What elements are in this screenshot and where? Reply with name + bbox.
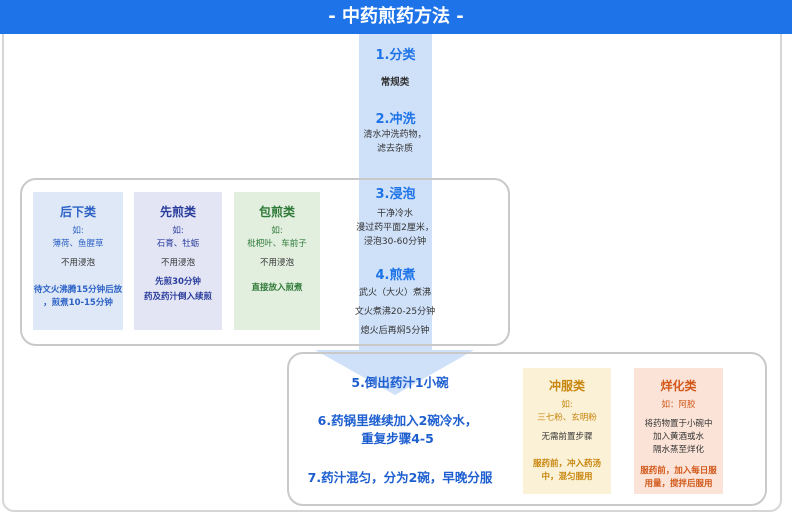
step-6-line1: 6.药锅里继续加入2碗冷水， — [317, 413, 478, 428]
card-soak: 不用浸泡 — [259, 258, 294, 268]
step-2-line1: 清水冲洗药物， — [363, 130, 427, 140]
flow-arrow-shape — [315, 34, 474, 395]
card-xianjian: 先煎类 如: 石膏、牡蛎 不用浸泡 先煎30分钟 药及药汁倒入续煎 — [134, 192, 222, 330]
card-soak: 不用浸泡 — [160, 258, 195, 268]
card-line2: 加入黄酒或水 — [652, 432, 704, 442]
card-example-label: 如：阿胶 — [661, 400, 696, 410]
step-2-title: 2.冲洗 — [375, 112, 416, 127]
step-1-text: 常规类 — [380, 77, 410, 88]
card-example-label: 如: — [561, 400, 573, 410]
card-example: 三七粉、玄明粉 — [537, 413, 597, 423]
card-note-line1: 服药前，加入每日服 — [640, 466, 717, 476]
step-6-line2: 重复步骤4-5 — [361, 431, 434, 446]
card-line3: 隔水蒸至烊化 — [652, 445, 704, 455]
step-4-line2: 文火煮沸20-25分钟 — [354, 307, 436, 317]
card-note-line1: 直接放入煎煮 — [251, 283, 303, 293]
card-title: 冲服类 — [548, 379, 585, 393]
card-example-label: 如: — [172, 226, 184, 236]
card-line1: 将药物置于小碗中 — [644, 419, 713, 429]
step-2-line2: 滤去杂质 — [376, 144, 413, 154]
card-title: 后下类 — [59, 205, 96, 219]
card-title: 先煎类 — [159, 205, 196, 219]
step-4-title: 4.煎煮 — [375, 268, 416, 283]
step-4-line3: 熄火后再焖5分钟 — [360, 326, 430, 336]
card-note-line1: 先煎30分钟 — [155, 277, 201, 287]
step-7: 7.药汁混匀，分为2碗，早晚分服 — [307, 470, 493, 485]
card-houxia: 后下类 如: 薄荷、鱼腥草 不用浸泡 待文火沸腾15分钟后放 ，煎煮10-15分… — [33, 192, 123, 330]
left-group-box — [20, 178, 510, 346]
card-example: 枇杷叶、车前子 — [247, 239, 307, 249]
card-title: 烊化类 — [660, 379, 697, 393]
page-title: - 中药煎药方法 - — [0, 0, 792, 34]
card-line1: 无需前置步骤 — [541, 432, 593, 442]
right-group-box — [287, 352, 767, 506]
step-1-title: 1.分类 — [375, 48, 416, 63]
card-example: 石膏、牡蛎 — [156, 239, 200, 249]
card-note-line1: 服药前，冲入药汤 — [532, 459, 601, 469]
card-chongfu: 冲服类 如: 三七粉、玄明粉 无需前置步骤 服药前，冲入药汤 中，混匀服用 — [523, 368, 611, 494]
step-3-line1: 干净冷水 — [376, 209, 413, 219]
card-note-line2: 中，混匀服用 — [541, 472, 593, 482]
card-baojian: 包煎类 如: 枇杷叶、车前子 不用浸泡 直接放入煎煮 — [234, 192, 320, 330]
card-note-line2: 药及药汁倒入续煎 — [143, 292, 212, 302]
step-3-line3: 浸泡30-60分钟 — [363, 237, 427, 247]
card-yanghua: 烊化类 如：阿胶 将药物置于小碗中 加入黄酒或水 隔水蒸至烊化 服药前，加入每日… — [634, 368, 723, 494]
card-note-line1: 待文火沸腾15分钟后放 — [33, 285, 123, 295]
card-example: 薄荷、鱼腥草 — [52, 239, 104, 249]
card-note-line2: ，煎煮10-15分钟 — [43, 298, 113, 308]
page-frame — [2, 34, 782, 512]
step-3-line2: 漫过药平面2厘米， — [356, 223, 434, 233]
card-soak: 不用浸泡 — [60, 258, 95, 268]
step-4-line1: 武火（大火）煮沸 — [358, 288, 431, 298]
card-example-label: 如: — [271, 226, 283, 236]
card-title: 包煎类 — [258, 205, 295, 219]
step-5: 5.倒出药汁1小碗 — [351, 375, 449, 390]
card-example-label: 如: — [72, 226, 84, 236]
card-note-line2: 用量，搅拌后服用 — [644, 479, 713, 489]
step-3-title: 3.浸泡 — [375, 187, 416, 202]
